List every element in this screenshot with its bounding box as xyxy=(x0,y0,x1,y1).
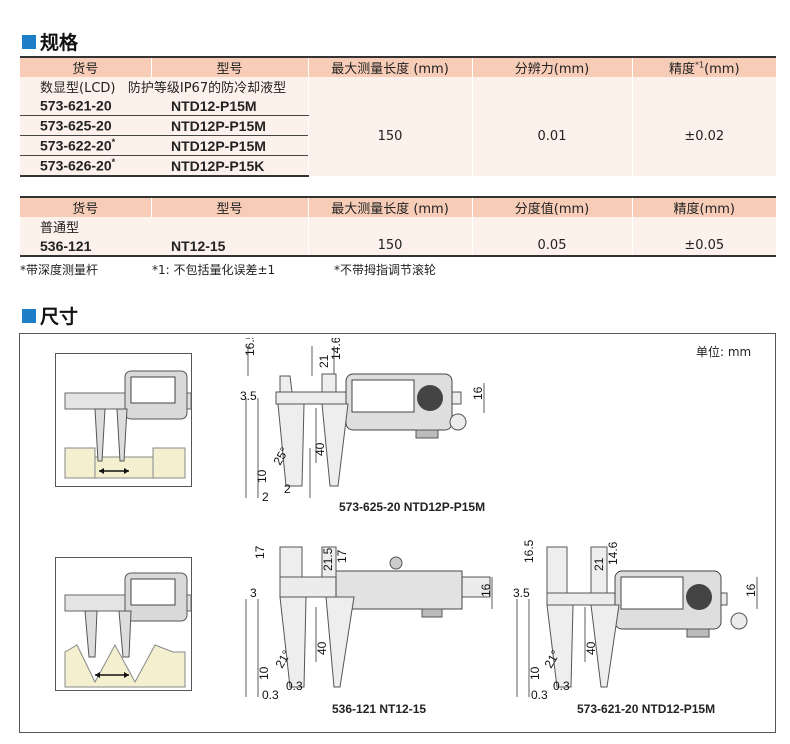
item-model: NTD12P-P15K xyxy=(151,155,308,177)
dim-label: 2 xyxy=(262,490,269,504)
resolution-value: 0.01 xyxy=(471,96,632,176)
dim-label: 40 xyxy=(584,641,598,655)
figure-caption: 573-621-20 NTD12-P15M xyxy=(577,702,716,716)
accuracy-value: ±0.02 xyxy=(631,96,776,176)
dim-label: 40 xyxy=(313,442,327,456)
accuracy-value: ±0.05 xyxy=(631,236,776,257)
dim-label: 16.5 xyxy=(522,539,536,563)
item-code: 573-621-20 xyxy=(20,96,151,116)
section-marker xyxy=(22,34,36,49)
col-header-max-length: 最大测量长度 (mm) xyxy=(307,56,472,77)
dim-label: 3 xyxy=(250,586,257,600)
dim-label: 17 xyxy=(335,549,349,563)
item-model: NTD12P-P15M xyxy=(151,115,308,136)
dim-label: 16.5 xyxy=(243,338,257,356)
caliper-drawing-bottom-right: 16.5 21 14.6 3.5 16 21° 40 10 0.3 0.3 xyxy=(513,539,758,702)
dim-label: 10 xyxy=(528,666,542,680)
footnote: *不带拇指调节滚轮 xyxy=(334,263,437,277)
dimension-section-title: 尺寸 xyxy=(22,302,78,329)
table-subheading: 数显型(LCD) 防护等级IP67的防冷却液型 xyxy=(20,77,308,96)
dim-label: 2 xyxy=(284,482,291,496)
item-model: NTD12P-P15M xyxy=(151,135,308,156)
dim-label: 16 xyxy=(479,583,493,597)
col-header-max-length: 最大测量长度 (mm) xyxy=(307,196,472,217)
item-code: 573-625-20 xyxy=(20,115,151,136)
table-subheading: 普通型 xyxy=(20,217,308,236)
graduation-value: 0.05 xyxy=(471,236,632,257)
dim-label: 3.5 xyxy=(513,586,530,600)
dim-label: 21 xyxy=(317,354,331,368)
dim-label: 10 xyxy=(255,469,269,483)
col-header-model: 型号 xyxy=(150,196,308,217)
item-model: NT12-15 xyxy=(151,236,308,257)
col-header-code: 货号 xyxy=(20,56,151,77)
dim-label: 40 xyxy=(315,641,329,655)
caliper-drawing-top: 16.5 21 14.6 3.5 16 25° 40 10 2 2 xyxy=(240,338,485,504)
dim-label: 10 xyxy=(257,666,271,680)
unit-label: 单位: mm xyxy=(696,345,752,359)
max-length-value: 150 xyxy=(307,236,472,257)
dim-label: 14.6 xyxy=(606,541,620,565)
item-code: 536-121 xyxy=(20,236,151,257)
figure-caption: 536-121 NT12-15 xyxy=(332,702,427,716)
dim-label: 14.6 xyxy=(329,338,343,360)
dim-label: 0.3 xyxy=(553,679,570,693)
max-length-value: 150 xyxy=(307,96,472,176)
col-header-resolution: 分辨力(mm) xyxy=(471,56,632,77)
col-header-code: 货号 xyxy=(20,196,151,217)
thread-usage-illustration xyxy=(55,557,192,691)
dim-label: 16 xyxy=(744,583,758,597)
item-code: 573-626-20* xyxy=(20,155,151,177)
footnote: *带深度测量杆 xyxy=(20,263,99,277)
dimension-panel xyxy=(19,333,776,733)
dim-label: 0.3 xyxy=(531,688,548,702)
col-header-accuracy: 精度(mm) xyxy=(631,196,776,217)
caliper-drawing-bottom-left: 17 21.5 17 3 16 21° 40 10 0.3 0.3 xyxy=(245,545,493,702)
spec-title-text: 规格 xyxy=(40,32,79,54)
spec-table-digital: 货号 型号 最大测量长度 (mm) 分辨力(mm) 精度*1(mm) 数显型(L… xyxy=(20,56,776,177)
table-header-row: 货号 型号 最大测量长度 (mm) 分辨力(mm) 精度*1(mm) xyxy=(20,56,776,77)
dim-label: 16 xyxy=(471,386,485,400)
col-header-model: 型号 xyxy=(150,56,308,77)
item-code: 573-622-20* xyxy=(20,135,151,156)
spec-section-title: 规格 xyxy=(22,28,78,55)
spec-table-analog: 货号 型号 最大测量长度 (mm) 分度值(mm) 精度(mm) 普通型 536… xyxy=(20,196,776,257)
groove-usage-illustration xyxy=(55,353,192,487)
dim-label: 0.3 xyxy=(262,688,279,702)
item-model: NTD12-P15M xyxy=(151,96,308,116)
col-header-accuracy: 精度*1(mm) xyxy=(631,56,776,77)
footnote: *1: 不包括量化误差±1 xyxy=(152,263,276,277)
dim-label: 21.5 xyxy=(321,547,335,571)
figure-caption: 573-625-20 NTD12P-P15M xyxy=(339,500,486,514)
dim-title-text: 尺寸 xyxy=(40,306,79,328)
section-marker xyxy=(22,308,36,323)
dim-label: 17 xyxy=(253,545,267,559)
dim-label: 3.5 xyxy=(240,389,257,403)
dim-label: 0.3 xyxy=(286,679,303,693)
dim-label: 21 xyxy=(592,557,606,571)
col-header-graduation: 分度值(mm) xyxy=(471,196,632,217)
